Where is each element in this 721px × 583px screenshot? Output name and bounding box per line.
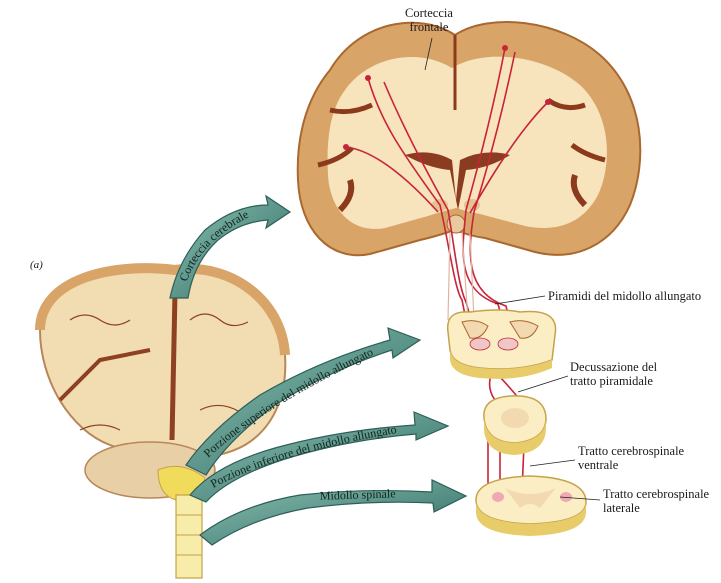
cerebrum <box>40 268 285 458</box>
label-decussation: Decussazione del tratto piramidale <box>570 360 657 388</box>
medulla-pyramids-section <box>448 310 556 379</box>
panel-label: (a) <box>30 258 43 272</box>
lower-medulla-section <box>484 396 546 455</box>
central-sulcus <box>172 292 175 440</box>
spinal-cord <box>176 495 202 578</box>
coronal-brain-section <box>298 22 641 255</box>
spinal-cord-section <box>476 476 586 536</box>
label-frontal-cortex: Corteccia frontale <box>405 6 453 34</box>
brainstem-connection <box>448 232 474 320</box>
label-ventral-tract: Tratto cerebrospinale ventrale <box>578 444 684 472</box>
arrow-label-spinal-cord: Midollo spinale <box>320 486 396 503</box>
label-lateral-tract: Tratto cerebrospinale laterale <box>603 487 709 515</box>
label-pyramids: Piramidi del midollo allungato <box>548 289 701 303</box>
